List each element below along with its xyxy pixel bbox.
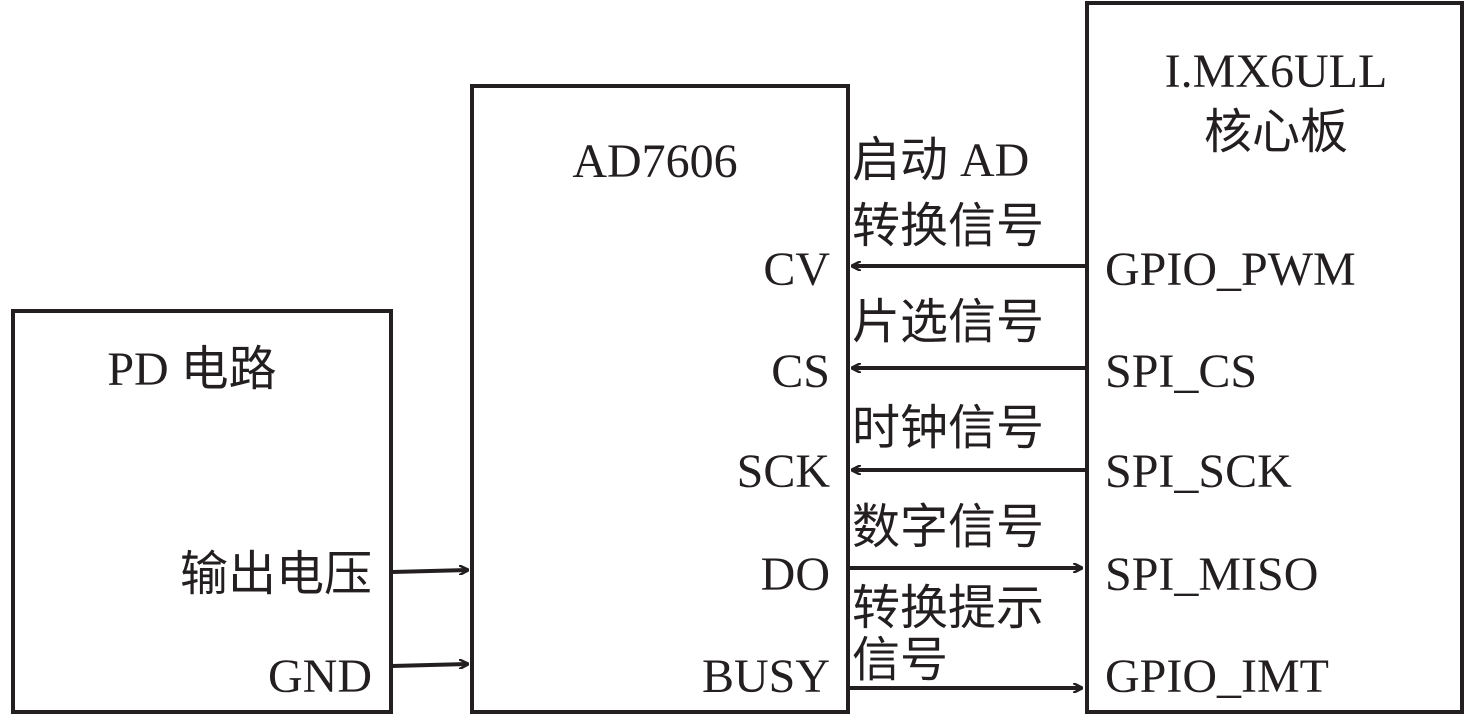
ad7606-block xyxy=(470,84,850,714)
mcu-pin-gpio-imt: GPIO_IMT xyxy=(1105,650,1329,703)
arrow-gnd xyxy=(391,664,468,666)
ad-pin-busy: BUSY xyxy=(702,650,830,703)
pd-circuit-block xyxy=(11,309,393,714)
signal-start-conversion-line1: 启动 AD xyxy=(852,134,1029,187)
mcu-pin-spi-sck: SPI_SCK xyxy=(1105,445,1292,498)
mcu-pin-spi-miso: SPI_MISO xyxy=(1105,548,1318,601)
pd-pin-output-voltage: 输出电压 xyxy=(180,548,372,601)
ad-block-title: AD7606 xyxy=(572,135,737,188)
mcu-pin-gpio-pwm: GPIO_PWM xyxy=(1105,243,1356,296)
pd-block-title: PD 电路 xyxy=(107,343,276,396)
signal-busy-line1: 转换提示 xyxy=(852,582,1044,635)
pd-pin-gnd: GND xyxy=(268,650,372,703)
mcu-block-title-line1: I.MX6ULL xyxy=(1165,45,1388,98)
mcu-pin-spi-cs: SPI_CS xyxy=(1105,345,1257,398)
signal-chip-select: 片选信号 xyxy=(852,296,1044,349)
imx6ull-block xyxy=(1085,1,1464,714)
signal-digital: 数字信号 xyxy=(852,501,1044,554)
ad-pin-sck: SCK xyxy=(737,445,831,498)
ad-pin-cv: CV xyxy=(763,243,830,296)
arrow-output-voltage xyxy=(391,570,468,572)
ad-pin-cs: CS xyxy=(771,345,830,398)
signal-busy-line2: 信号 xyxy=(852,634,948,687)
ad-pin-do: DO xyxy=(761,548,830,601)
signal-start-conversion-line2: 转换信号 xyxy=(852,200,1044,253)
signal-clock: 时钟信号 xyxy=(852,402,1044,455)
mcu-block-title-line2: 核心板 xyxy=(1204,106,1348,159)
